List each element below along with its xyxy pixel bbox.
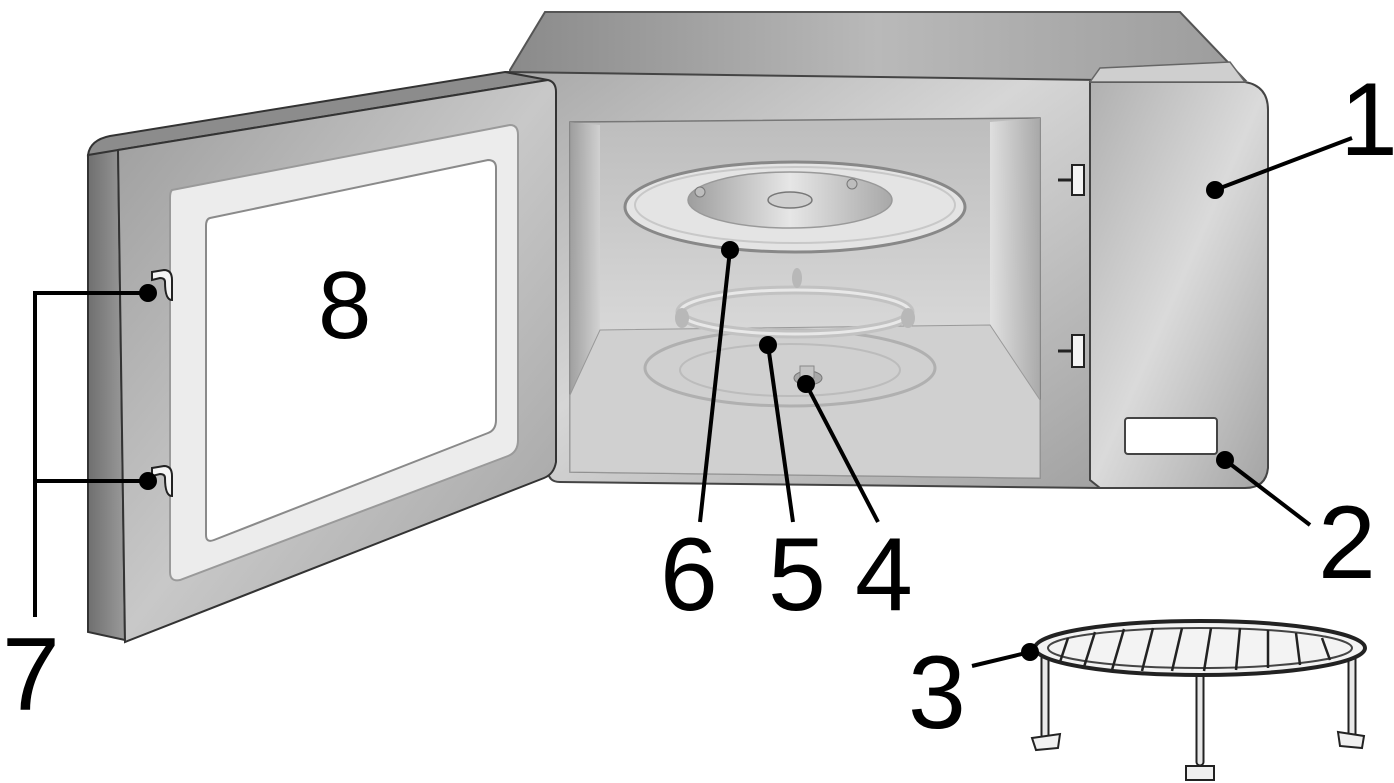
leader-line-2: [1223, 458, 1312, 527]
leader-dot-1: [1206, 181, 1224, 199]
leader-line-1: [1214, 136, 1353, 192]
control-panel: [1088, 61, 1269, 489]
door-latch-hook-lower: [151, 464, 173, 498]
callout-label-2: 2: [1318, 485, 1376, 601]
leader-dot-7-lower: [139, 472, 157, 490]
callout-label-5: 5: [768, 517, 826, 633]
latch-slot-lower: [1058, 334, 1085, 368]
oven-door: [86, 70, 557, 644]
door-latch-hook-upper: [151, 268, 173, 302]
leader-dot-3: [1021, 643, 1039, 661]
leader-line-4: [804, 383, 880, 523]
leader-line-5: [766, 344, 795, 523]
callout-label-1: 1: [1340, 62, 1394, 178]
leader-dot-4: [797, 375, 815, 393]
callout-label-7: 7: [2, 617, 60, 733]
leader-line-3: [971, 650, 1031, 668]
display-window: [1124, 417, 1218, 455]
leader-dot-7-upper: [139, 284, 157, 302]
latch-slot-upper: [1058, 164, 1085, 196]
callout-label-6: 6: [660, 517, 718, 633]
callout-label-3: 3: [908, 635, 966, 751]
leader-dot-2: [1216, 451, 1234, 469]
callout-label-8: 8: [318, 252, 371, 359]
leader-bracket-7: [33, 291, 148, 617]
leader-line-6: [698, 249, 732, 523]
roller-rack: [1030, 619, 1367, 781]
leader-dot-5: [759, 336, 777, 354]
callout-label-4: 4: [855, 517, 913, 633]
callout-leaders: [33, 136, 1353, 668]
leader-dot-6: [721, 241, 739, 259]
roller-ring: [675, 268, 915, 339]
callout-numbers: 1 2 3 4 5 6 7 8: [2, 62, 1394, 751]
glass-turntable: [623, 160, 967, 254]
